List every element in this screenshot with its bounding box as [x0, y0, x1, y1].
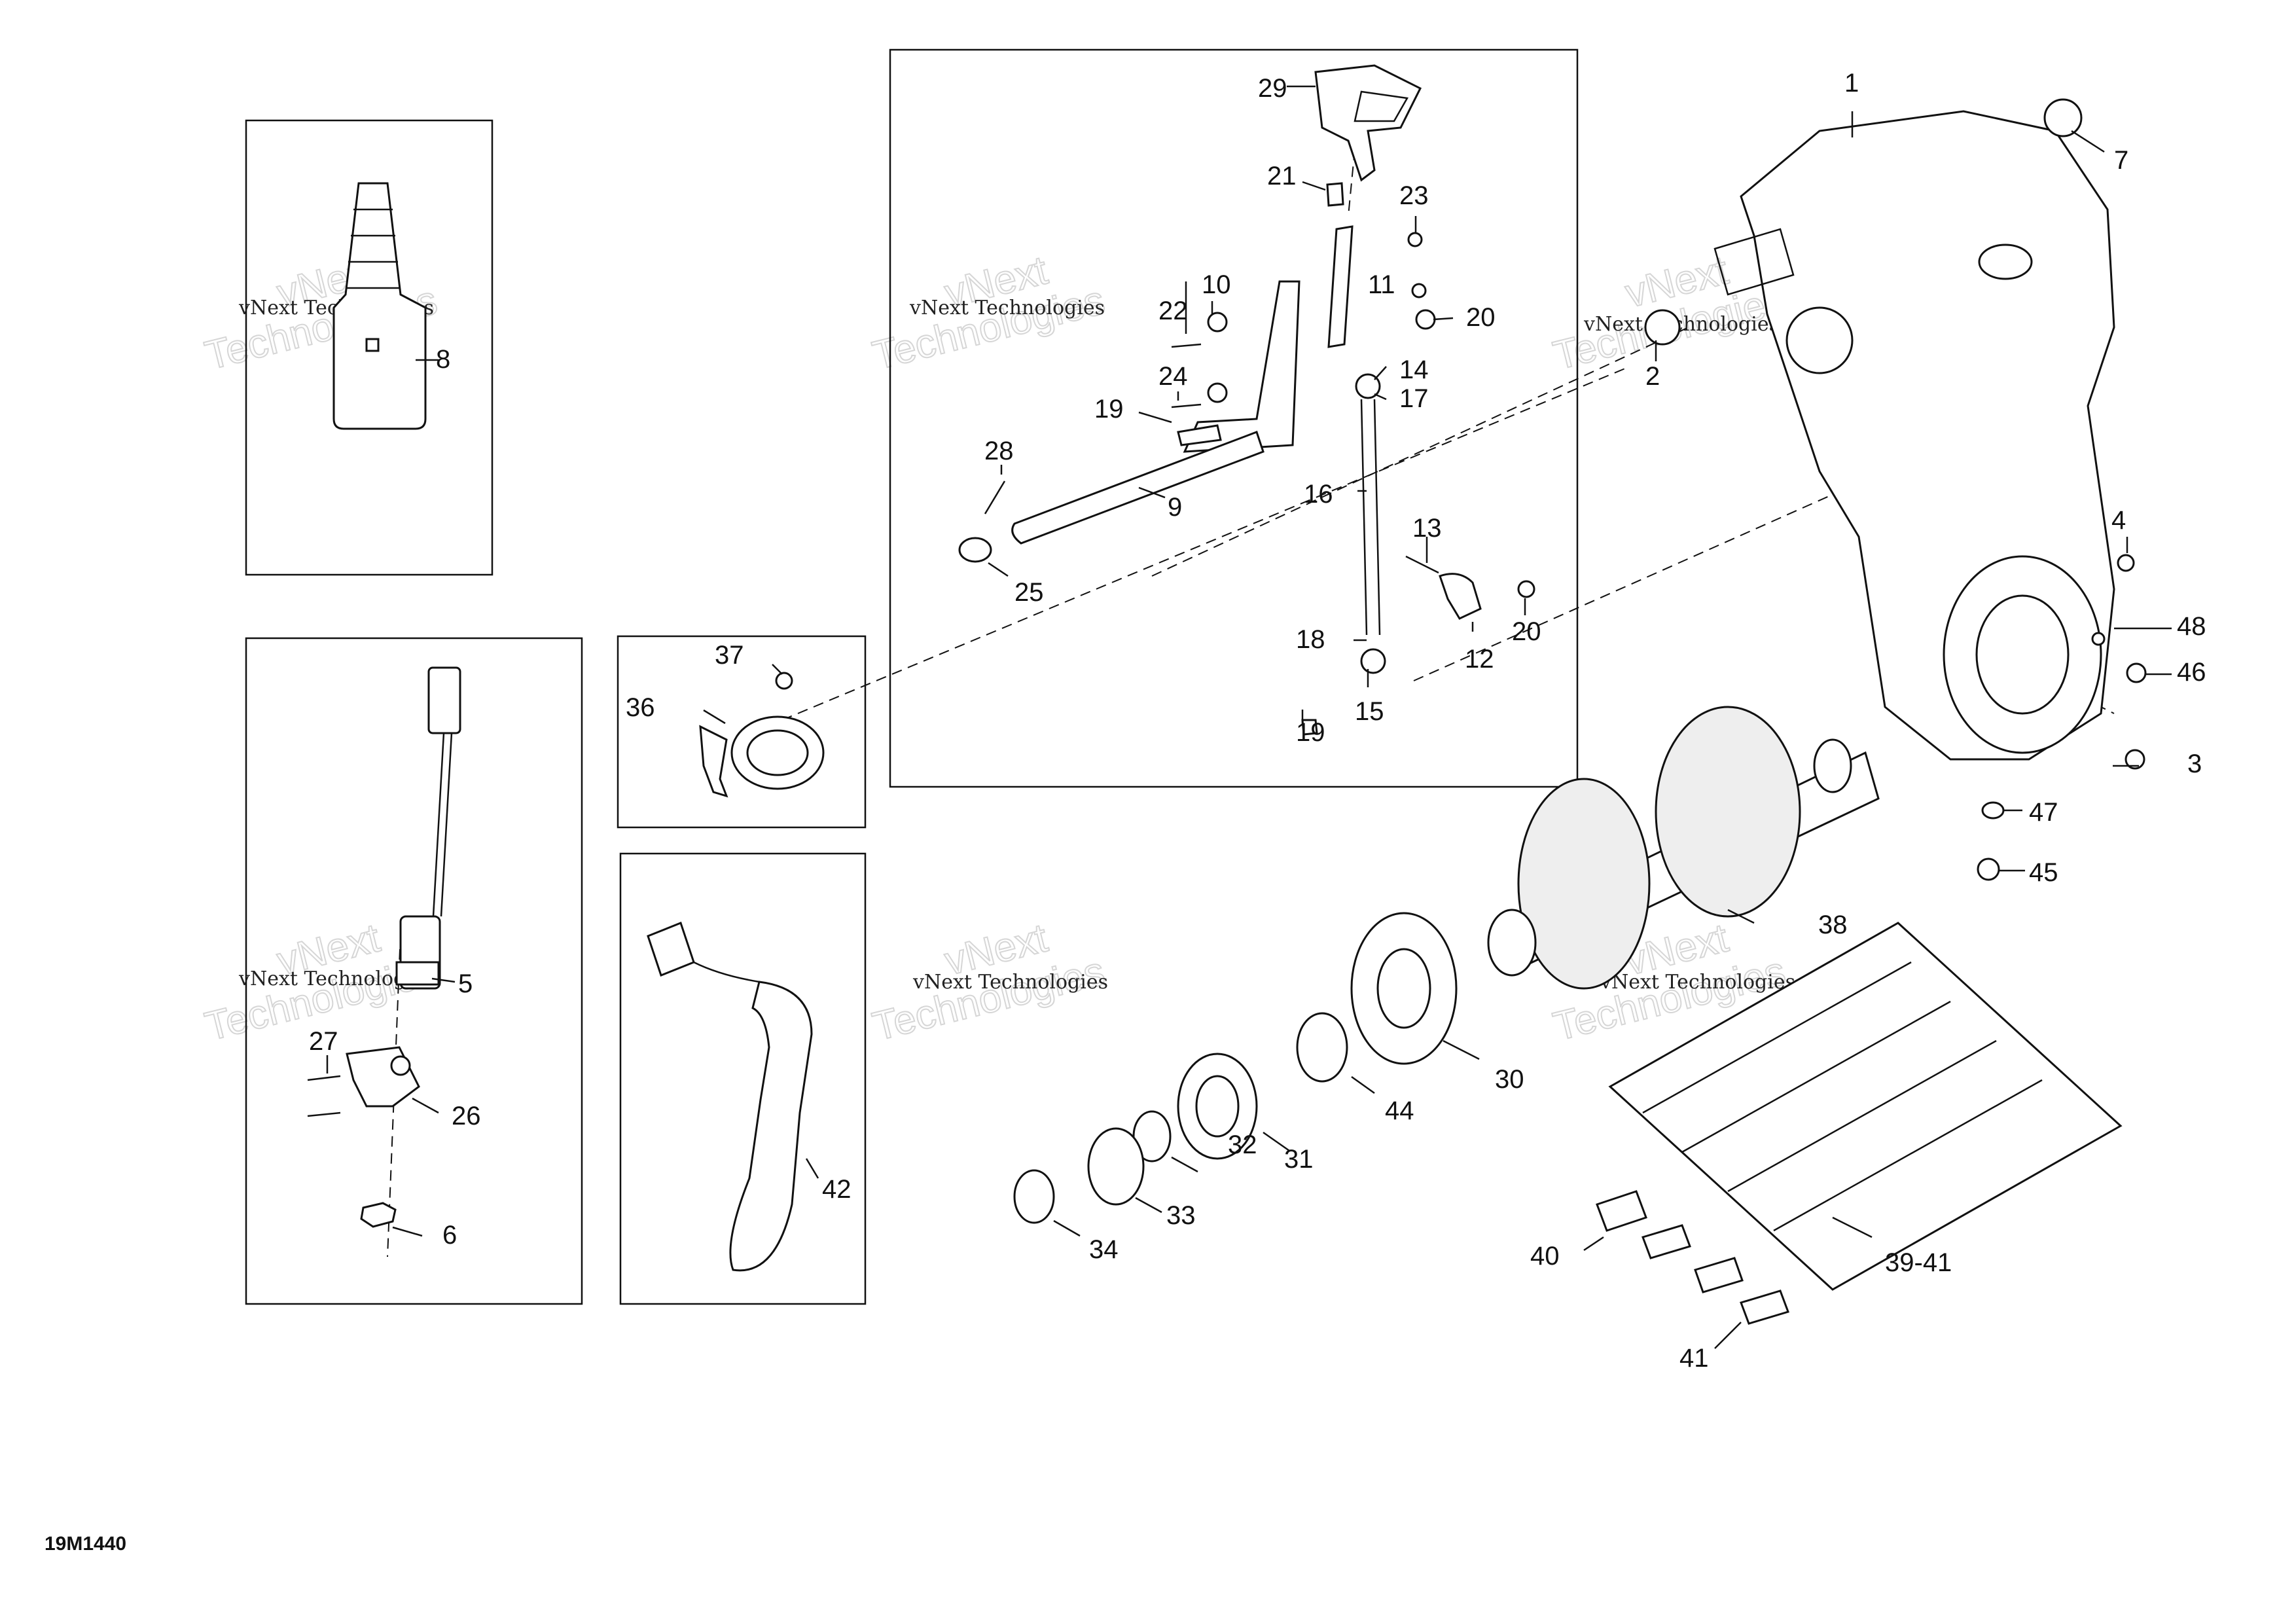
callout-32: 32: [1228, 1130, 1257, 1159]
panel-box-shift-linkage: [889, 48, 1579, 788]
svg-text:vNext Technologies: vNext Technologies: [1583, 313, 1779, 336]
callout-47: 47: [2029, 798, 2058, 827]
callouts: 1 2 3 4 5 6 7 8 9 10 11 12 13 14 15 16 1…: [309, 69, 2206, 1373]
speed-sensor: [395, 666, 461, 990]
callout-26: 26: [452, 1102, 481, 1130]
housing-fasteners: [1977, 554, 2147, 881]
callout-3: 3: [2187, 749, 2202, 778]
callout-19a: 19: [1094, 395, 1124, 424]
callout-28: 28: [984, 437, 1014, 465]
callout-6: 6: [442, 1221, 457, 1250]
callout-4: 4: [2111, 506, 2126, 535]
transmission-housing: [1644, 98, 2115, 761]
callout-12: 12: [1465, 645, 1494, 674]
callout-46: 46: [2177, 658, 2206, 687]
wiring-harness: [647, 922, 813, 1272]
callout-42: 42: [822, 1175, 852, 1204]
callout-39-41: 39-41: [1885, 1248, 1952, 1277]
svg-text:vNext Technologies: vNext Technologies: [912, 971, 1108, 994]
panel-box-harness: [619, 852, 867, 1305]
callout-33: 33: [1166, 1201, 1196, 1230]
shift-linkage: [958, 64, 1535, 736]
callout-13: 13: [1412, 514, 1442, 543]
panel-box-lubricant: [245, 119, 493, 576]
track-clips: [1596, 1190, 1789, 1325]
callout-7: 7: [2114, 146, 2128, 175]
callout-40: 40: [1530, 1242, 1560, 1271]
callout-31: 31: [1284, 1145, 1314, 1174]
callout-45: 45: [2029, 858, 2058, 887]
callout-19b: 19: [1296, 718, 1325, 747]
bearing-stack: [1013, 912, 1458, 1224]
callout-30: 30: [1495, 1065, 1524, 1094]
callout-17: 17: [1399, 384, 1429, 413]
callout-18: 18: [1296, 625, 1325, 654]
callout-14: 14: [1399, 355, 1429, 384]
callout-8: 8: [436, 345, 450, 374]
watermark: Technologies vNext vNext Technologies: [868, 914, 1110, 1050]
callout-21: 21: [1267, 162, 1297, 190]
callout-16: 16: [1304, 480, 1333, 509]
callout-23: 23: [1399, 181, 1429, 210]
callout-20b: 20: [1512, 617, 1541, 646]
callout-9: 9: [1168, 493, 1182, 522]
callout-48: 48: [2177, 612, 2206, 641]
diagram-id: 19M1440: [45, 1533, 126, 1555]
callout-11: 11: [1368, 270, 1395, 299]
track-section: [1608, 922, 2123, 1291]
callout-37: 37: [715, 641, 744, 670]
callout-27: 27: [309, 1027, 338, 1056]
panel-box-trigger-wheel: [617, 635, 867, 829]
callout-20a: 20: [1466, 303, 1496, 332]
callout-15: 15: [1355, 697, 1384, 726]
callout-2: 2: [1645, 362, 1660, 391]
lubricant-bottle: [332, 182, 427, 430]
watermark: Technologies vNext vNext Technologies: [868, 247, 1110, 379]
callout-29: 29: [1258, 74, 1287, 103]
callout-36: 36: [626, 693, 655, 722]
svg-text:vNext Technologies: vNext Technologies: [909, 297, 1105, 319]
sensor-bracket: [307, 1046, 420, 1228]
callout-41: 41: [1679, 1344, 1709, 1373]
svg-text:vNext Technologies: vNext Technologies: [1600, 971, 1795, 994]
callout-1: 1: [1844, 69, 1859, 98]
panel-box-sensor: [245, 637, 583, 1305]
callout-5: 5: [458, 969, 473, 998]
callout-44: 44: [1385, 1096, 1414, 1125]
leader-lines: [326, 85, 2172, 1349]
callout-22: 22: [1158, 297, 1188, 325]
callout-25: 25: [1014, 578, 1044, 607]
drive-sprocket-shaft: [1487, 706, 1880, 990]
callout-10: 10: [1202, 270, 1231, 299]
callout-38: 38: [1818, 911, 1848, 939]
callout-34: 34: [1089, 1235, 1119, 1264]
trigger-wheel: [699, 672, 825, 798]
callout-24: 24: [1158, 362, 1188, 391]
